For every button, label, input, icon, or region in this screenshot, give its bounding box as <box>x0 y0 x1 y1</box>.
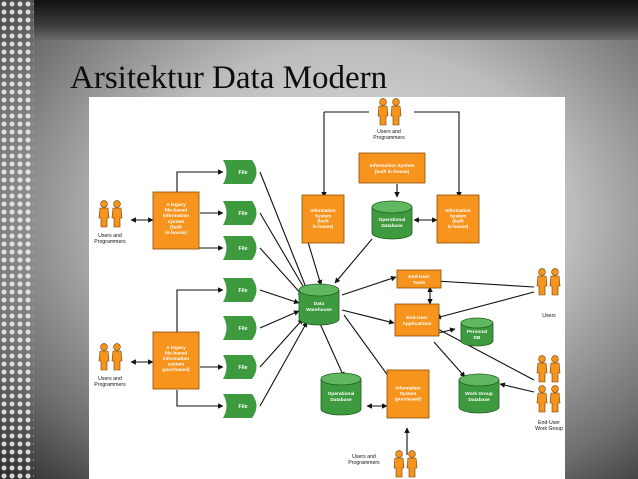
label-file-2: File <box>239 211 248 217</box>
label-file-1: File <box>239 170 248 176</box>
file-shapes: File File File File File File <box>223 160 257 418</box>
information-system-top: Information System(built in-house) <box>358 152 426 184</box>
label-file-6: File <box>239 365 248 371</box>
file-5: File <box>223 316 257 340</box>
file-6: File <box>223 355 257 379</box>
file-4: File <box>223 278 257 302</box>
slide-title: Arsitektur Data Modern <box>70 60 388 96</box>
label-file-7: File <box>239 404 248 410</box>
file-7: File <box>223 394 257 418</box>
decorative-top-bar <box>34 0 638 40</box>
label-file-4: File <box>239 288 248 294</box>
file-3: File <box>223 236 257 260</box>
label-users-right: Users <box>542 313 556 319</box>
decorative-dot-border <box>0 0 34 479</box>
label-file-3: File <box>239 246 248 252</box>
label-file-5: File <box>239 326 248 332</box>
file-2: File <box>223 201 257 225</box>
label-information-system-top: Information System(built in-house) <box>370 163 415 175</box>
users-right: Users <box>536 268 561 319</box>
file-1: File <box>223 160 257 184</box>
